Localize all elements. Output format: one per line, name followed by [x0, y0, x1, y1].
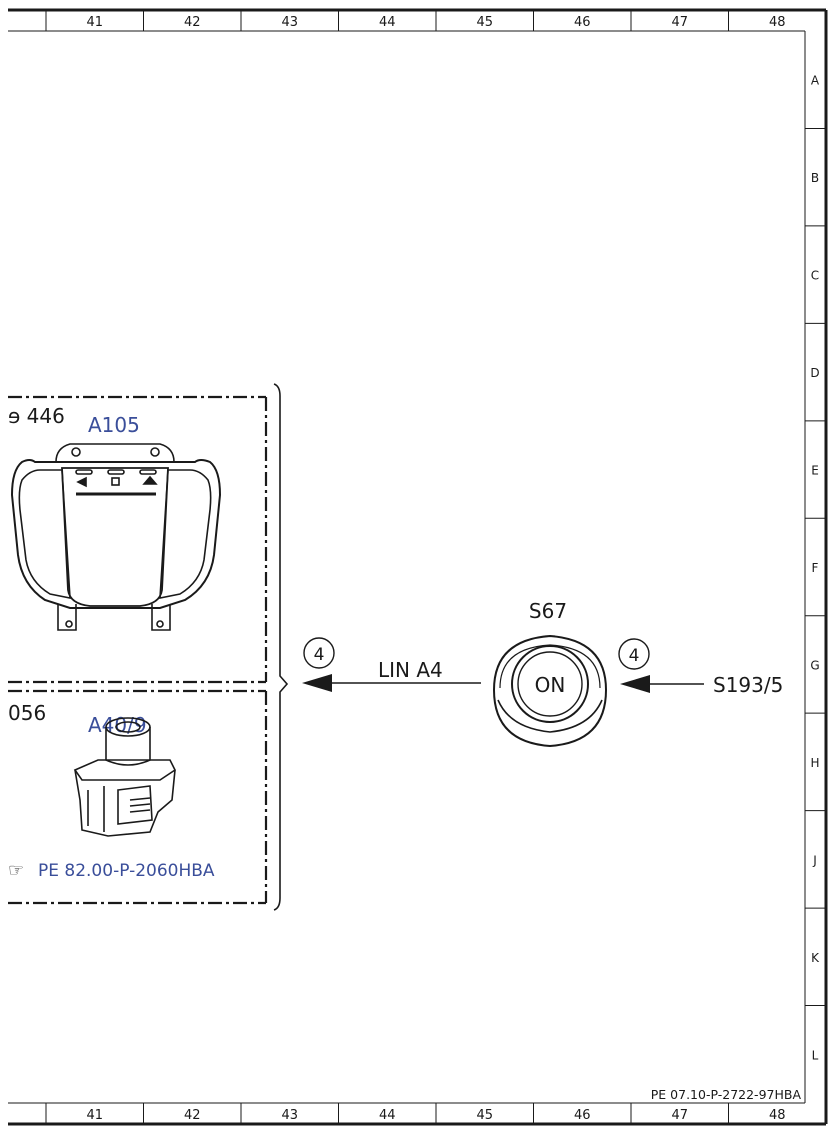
lin-marker-number: 4 — [314, 645, 325, 665]
row-label-G: G — [810, 658, 819, 672]
a40-9-partial-label: 056 — [8, 701, 46, 725]
column-ruler-bottom: 41 42 43 44 45 46 47 48 — [45, 1103, 786, 1124]
row-label-J: J — [812, 853, 817, 867]
column-ruler-top: 41 42 43 44 45 46 47 48 — [45, 10, 786, 31]
row-label-E: E — [811, 464, 819, 478]
a40-9-reference-link[interactable]: PE 82.00-P-2060HBA — [38, 861, 215, 881]
column-label-top-42: 42 — [184, 15, 201, 30]
column-label-top-41: 41 — [86, 15, 103, 30]
document-reference: PE 07.10-P-2722-97HBA — [651, 1087, 802, 1102]
column-label-bottom-42: 42 — [184, 1108, 201, 1123]
input-marker-number: 4 — [629, 646, 640, 666]
column-label-top-48: 48 — [769, 15, 786, 30]
lin-arrowhead — [302, 674, 332, 692]
control-module-illustration — [73, 717, 177, 837]
row-ruler-right: A B C D E F G H J K L — [805, 74, 826, 1062]
row-label-C: C — [811, 269, 819, 283]
column-label-top-47: 47 — [671, 15, 688, 30]
row-label-L: L — [812, 1048, 819, 1062]
overhead-control-panel-illustration — [10, 443, 222, 631]
s67-switch-illustration — [492, 634, 608, 748]
s67-code: S67 — [529, 599, 567, 623]
column-label-top-45: 45 — [476, 15, 493, 30]
pointing-hand-icon: ☞ — [8, 860, 24, 881]
row-label-B: B — [811, 171, 819, 185]
component-box-a40-9 — [8, 689, 268, 905]
column-label-top-46: 46 — [574, 15, 591, 30]
row-label-F: F — [812, 561, 819, 575]
column-label-bottom-46: 46 — [574, 1108, 591, 1123]
row-label-A: A — [811, 74, 820, 88]
drawing-frame — [8, 8, 828, 1126]
column-label-bottom-44: 44 — [379, 1108, 396, 1123]
row-label-D: D — [810, 366, 819, 380]
column-label-bottom-45: 45 — [476, 1108, 493, 1123]
column-label-bottom-48: 48 — [769, 1108, 786, 1123]
a105-partial-label: ɘ 446 — [8, 404, 65, 428]
column-label-top-44: 44 — [379, 15, 396, 30]
input-source-label: S193/5 — [713, 673, 783, 697]
column-label-bottom-47: 47 — [671, 1108, 688, 1123]
column-label-bottom-43: 43 — [281, 1108, 298, 1123]
row-label-H: H — [810, 756, 819, 770]
row-label-K: K — [811, 951, 820, 965]
input-marker-circle — [618, 638, 650, 670]
s67-on-button[interactable]: ON — [535, 673, 566, 697]
column-label-top-43: 43 — [281, 15, 298, 30]
lin-label: LIN A4 — [378, 658, 443, 682]
column-label-bottom-41: 41 — [86, 1108, 103, 1123]
lin-marker-circle — [303, 637, 335, 669]
group-brace — [273, 383, 289, 911]
component-box-a105 — [8, 395, 268, 684]
a105-code[interactable]: A105 — [88, 413, 140, 437]
input-arrowhead — [620, 675, 650, 693]
